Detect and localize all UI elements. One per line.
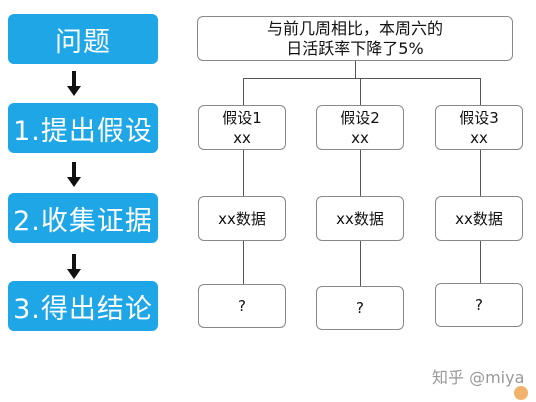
step-problem: 问题 [8, 14, 158, 64]
connector-e2-conclusion [360, 240, 361, 286]
watermark-logo-icon [514, 386, 528, 400]
hypothesis-sub: xx [351, 128, 369, 147]
connector-h3-evidence [480, 149, 481, 196]
evidence-label: xx数据 [218, 209, 266, 228]
step-evidence-label: 2.收集证据 [13, 205, 153, 237]
conclusion-label: ? [475, 296, 483, 314]
step-evidence: 2.收集证据 [8, 193, 158, 243]
hypothesis-box-3: 假设3 xx [435, 105, 523, 150]
hypothesis-box-2: 假设2 xx [316, 105, 404, 150]
conclusion-box-2: ? [316, 286, 404, 330]
connector-h1-drop [243, 78, 244, 105]
arrow-down-icon [67, 162, 81, 187]
conclusion-label: ? [238, 297, 246, 315]
problem-box: 与前几周相比，本周六的 日活跃率下降了5% [197, 16, 513, 61]
hypothesis-sub: xx [470, 128, 488, 147]
evidence-box-2: xx数据 [316, 196, 404, 241]
conclusion-box-3: ? [435, 283, 523, 327]
step-hypothesis-label: 1.提出假设 [13, 115, 153, 147]
step-conclusion: 3.得出结论 [8, 281, 158, 331]
connector-h2-drop [360, 78, 361, 105]
connector-h2-evidence [360, 149, 361, 196]
hypothesis-label: 假设1 [222, 108, 262, 127]
evidence-box-1: xx数据 [198, 196, 286, 241]
conclusion-label: ? [356, 299, 364, 317]
step-conclusion-label: 3.得出结论 [13, 293, 153, 325]
step-hypothesis: 1.提出假设 [8, 103, 158, 153]
evidence-label: xx数据 [455, 209, 503, 228]
watermark-text: 知乎 @miya [432, 368, 525, 387]
conclusion-box-1: ? [198, 284, 286, 328]
arrow-down-icon [67, 254, 81, 279]
hypothesis-label: 假设2 [340, 108, 380, 127]
hypothesis-box-1: 假设1 xx [198, 105, 286, 150]
step-problem-label: 问题 [55, 26, 111, 58]
connector-horizontal [243, 78, 480, 79]
connector-e3-conclusion [480, 240, 481, 283]
problem-line-2: 日活跃率下降了5% [286, 38, 424, 58]
connector-vertical-main [355, 60, 356, 78]
hypothesis-sub: xx [233, 128, 251, 147]
connector-h3-drop [480, 78, 481, 105]
hypothesis-label: 假设3 [459, 108, 499, 127]
arrow-down-icon [67, 71, 81, 96]
evidence-box-3: xx数据 [435, 196, 523, 241]
connector-e1-conclusion [243, 240, 244, 284]
connector-h1-evidence [243, 149, 244, 196]
evidence-label: xx数据 [336, 209, 384, 228]
problem-line-1: 与前几周相比，本周六的 [266, 18, 443, 38]
